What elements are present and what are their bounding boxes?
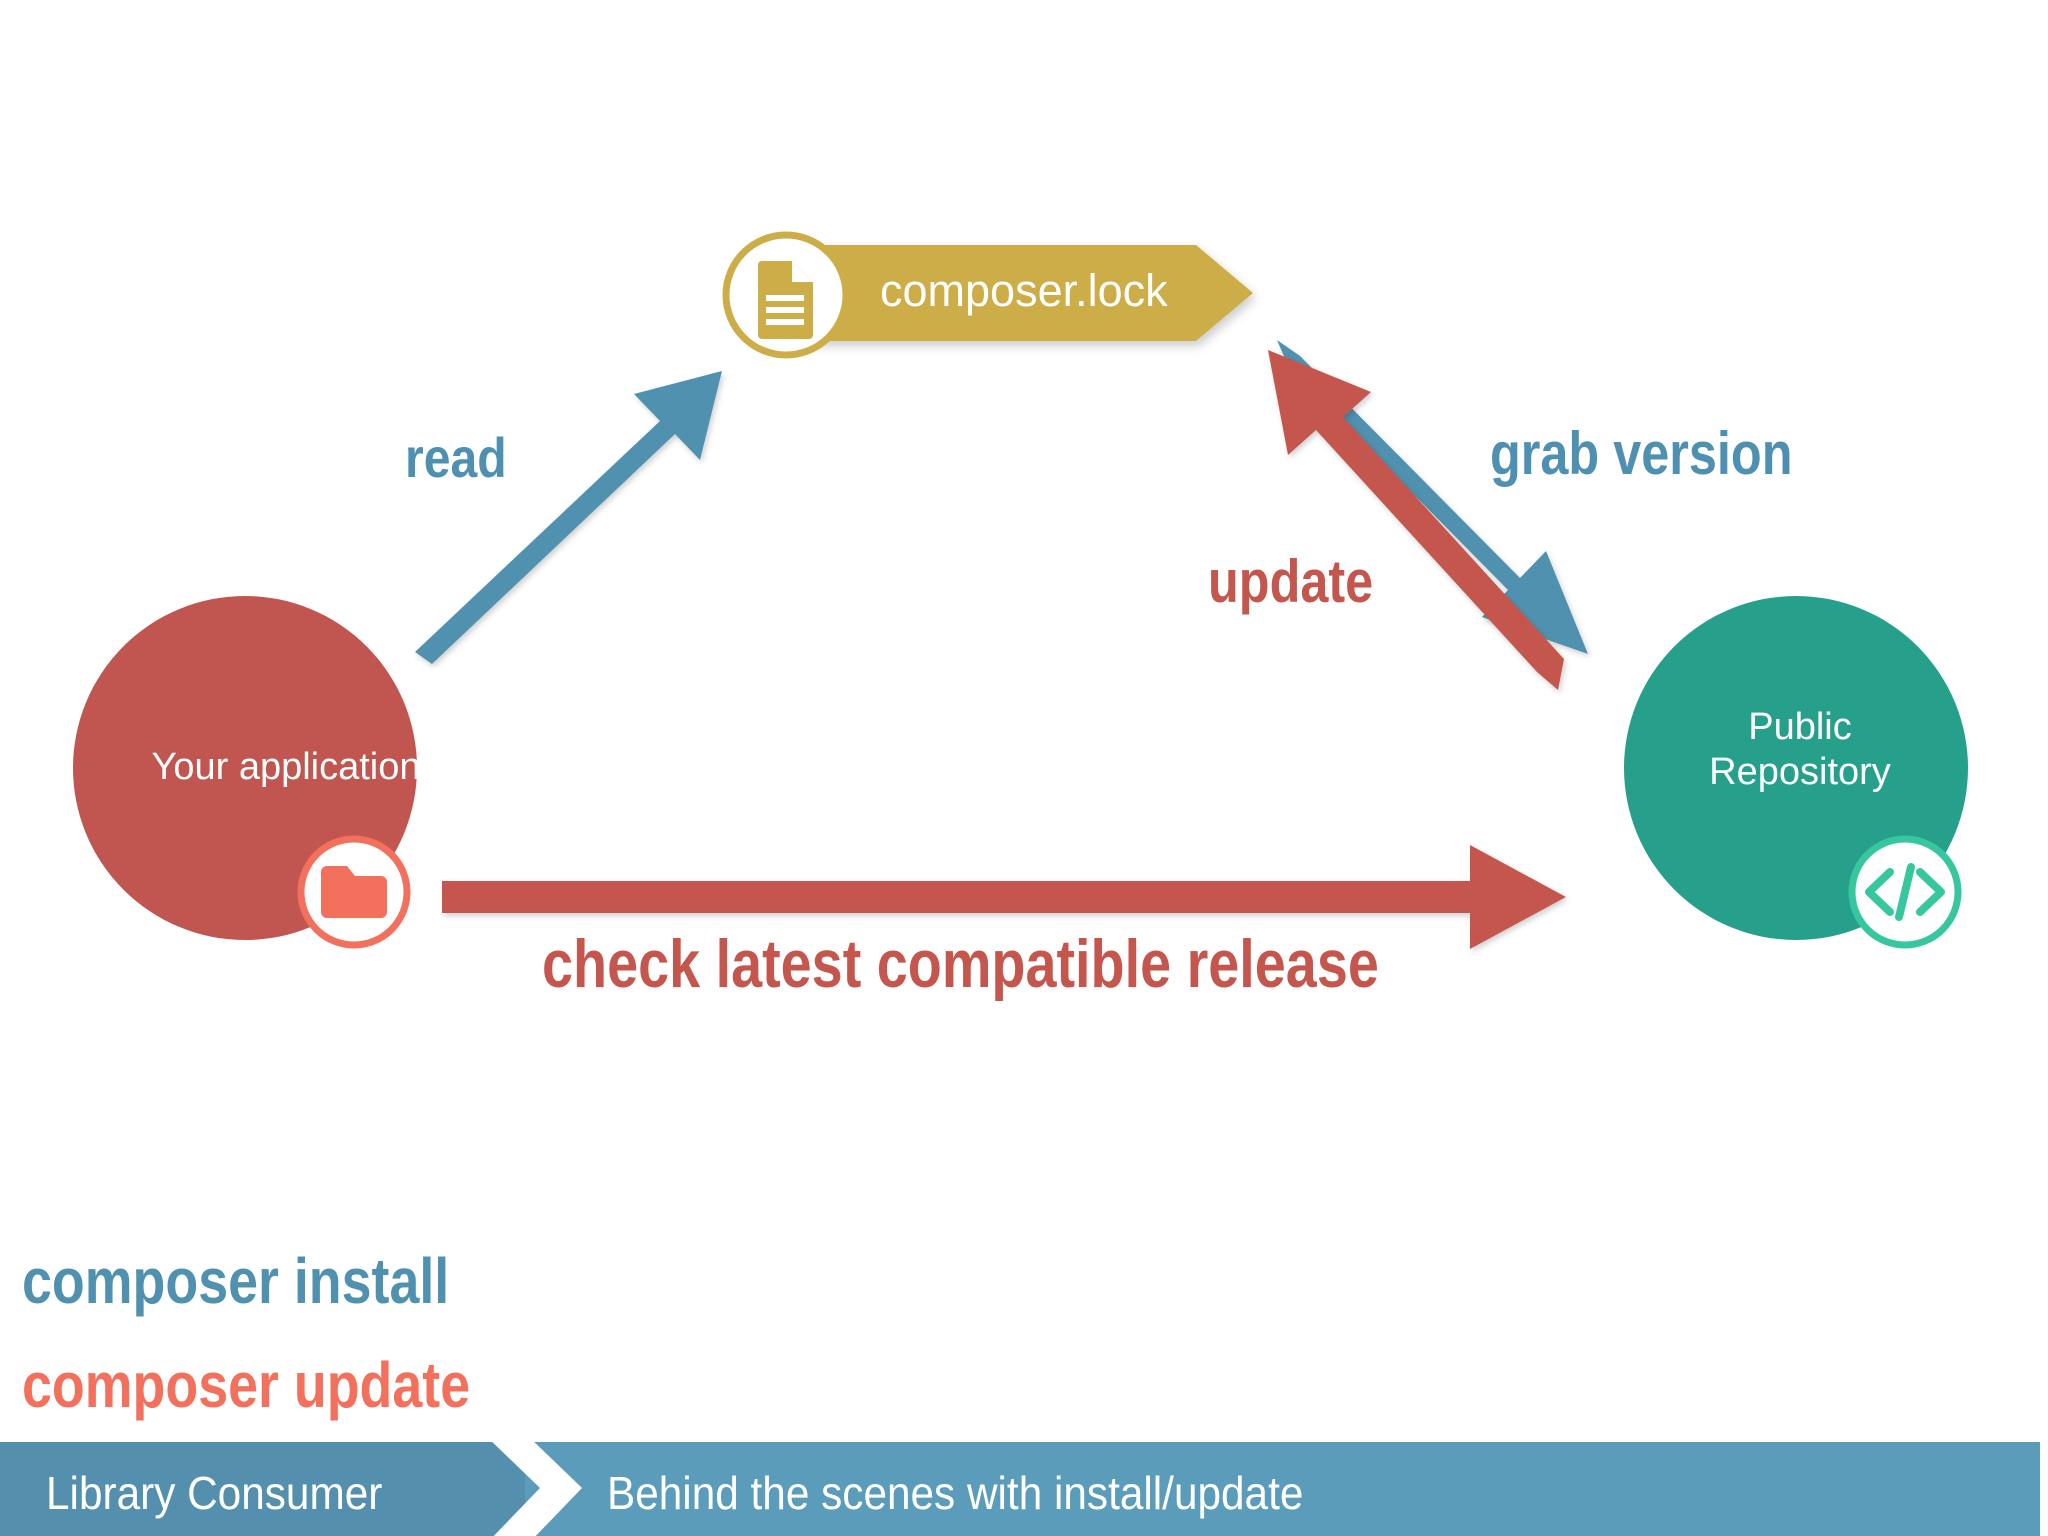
document-icon [758, 261, 813, 339]
footer-right-label: Behind the scenes with install/update [607, 1467, 1304, 1519]
code-icon-badge [1848, 835, 1962, 949]
composer-lock-label: composer.lock [880, 265, 1168, 316]
arrow-update [1268, 350, 1564, 690]
arrow-check-latest-compatible-release [442, 845, 1566, 949]
footer-right-segment [525, 1442, 2040, 1536]
legend-composer-install: composer install [22, 1245, 450, 1317]
footer-bar: Library Consumer Behind the scenes with … [0, 1442, 2040, 1536]
folder-icon-badge [297, 835, 411, 949]
arrow-label-check-latest-compatible-release: check latest compatible release [542, 926, 1379, 1002]
repository-node-label: Public Repository [1610, 705, 1990, 795]
arrow-grab-version [1277, 340, 1588, 654]
arrow-read [415, 371, 722, 664]
legend-composer-update: composer update [22, 1349, 471, 1421]
document-icon-badge [722, 231, 850, 359]
composer-lock-banner [800, 245, 1253, 341]
repository-label-line-2: Repository [1709, 750, 1891, 793]
footer-left-segment [0, 1442, 525, 1536]
arrow-label-read: read [405, 426, 507, 489]
code-icon [1865, 863, 1945, 921]
repository-label-line-1: Public [1748, 706, 1852, 748]
folder-icon [321, 866, 387, 918]
chevron-right-icon [492, 1442, 582, 1536]
arrow-label-update: update [1208, 548, 1374, 615]
arrow-label-grab-version: grab version [1490, 420, 1793, 487]
footer-left-label: Library Consumer [46, 1467, 383, 1519]
application-node-label: Your application [151, 746, 421, 788]
